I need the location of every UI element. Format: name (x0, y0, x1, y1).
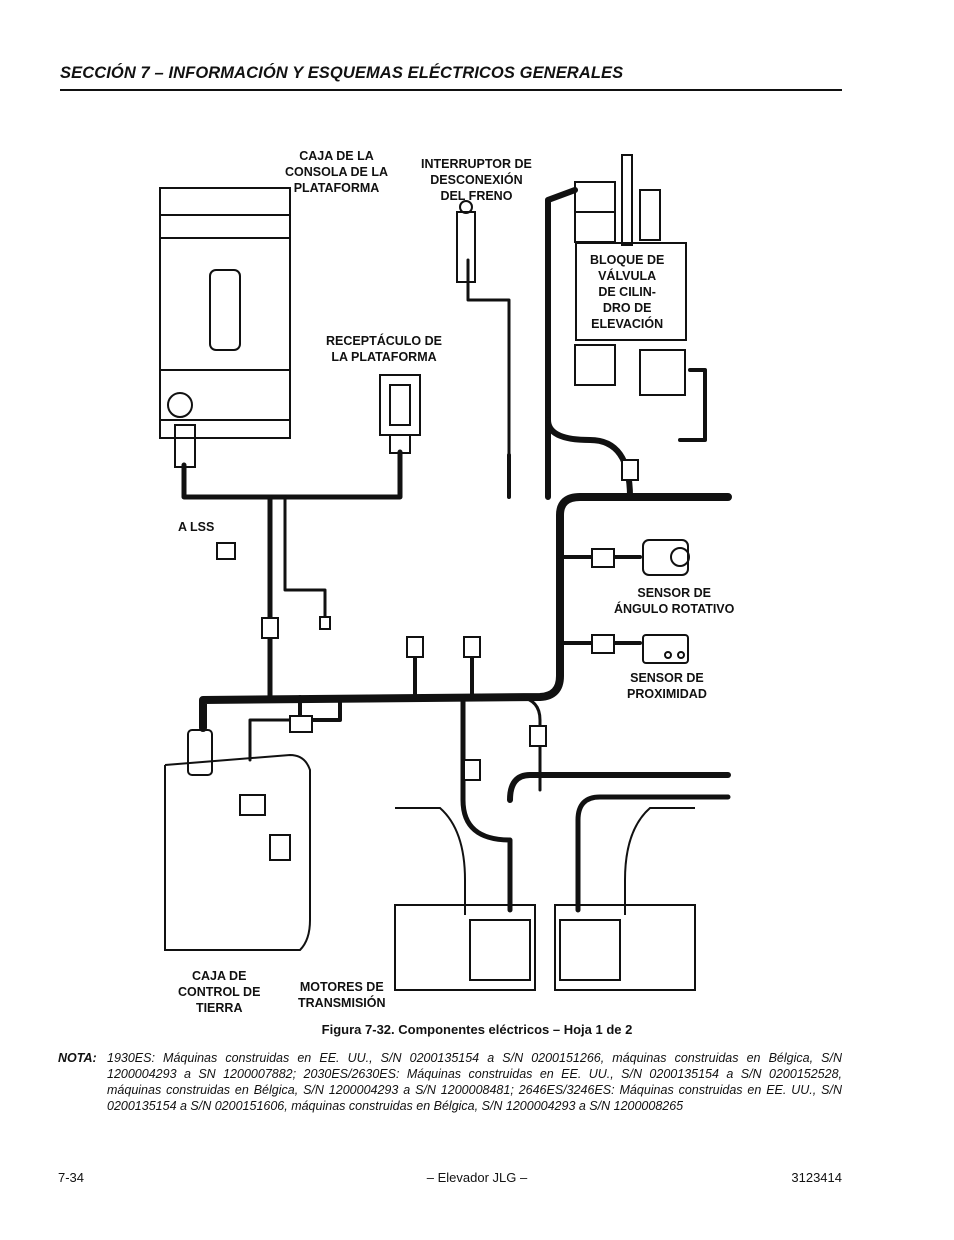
label-lss: A LSS (178, 520, 215, 534)
section-title: SECCIÓN 7 – INFORMACIÓN Y ESQUEMAS ELÉCT… (60, 64, 624, 82)
brake-release-switch (456, 200, 476, 283)
section-header: SECCIÓN 7 – INFORMACIÓN Y ESQUEMAS ELÉCT… (60, 64, 842, 83)
lift-valve-block (574, 154, 687, 396)
drive-motors (394, 807, 696, 991)
right-motor-branch (575, 794, 731, 913)
main-harness (199, 493, 732, 732)
footer-center: – Elevador JLG – (426, 1170, 528, 1185)
footer-page-number: 7-34 (58, 1170, 85, 1185)
note-key: NOTA: (58, 1051, 97, 1065)
lss-branch (283, 495, 327, 622)
figure-caption: Figura 7-32. Componentes eléctricos – Ho… (321, 1022, 633, 1037)
platform-receptacle (379, 374, 421, 454)
header-divider (60, 89, 842, 91)
note-text: 1930ES: Máquinas construidas en EE. UU.,… (107, 1051, 842, 1113)
left-motor-branch (460, 694, 513, 913)
platform-branch (267, 449, 403, 700)
valve-branch (545, 187, 578, 500)
footer-doc-number: 3123414 (791, 1170, 842, 1185)
ground-control-box (164, 729, 311, 951)
rotary-angle-sensor (642, 539, 690, 576)
platform-console-box (159, 187, 291, 468)
proximity-sensor (642, 634, 689, 664)
console-branch (181, 462, 273, 500)
